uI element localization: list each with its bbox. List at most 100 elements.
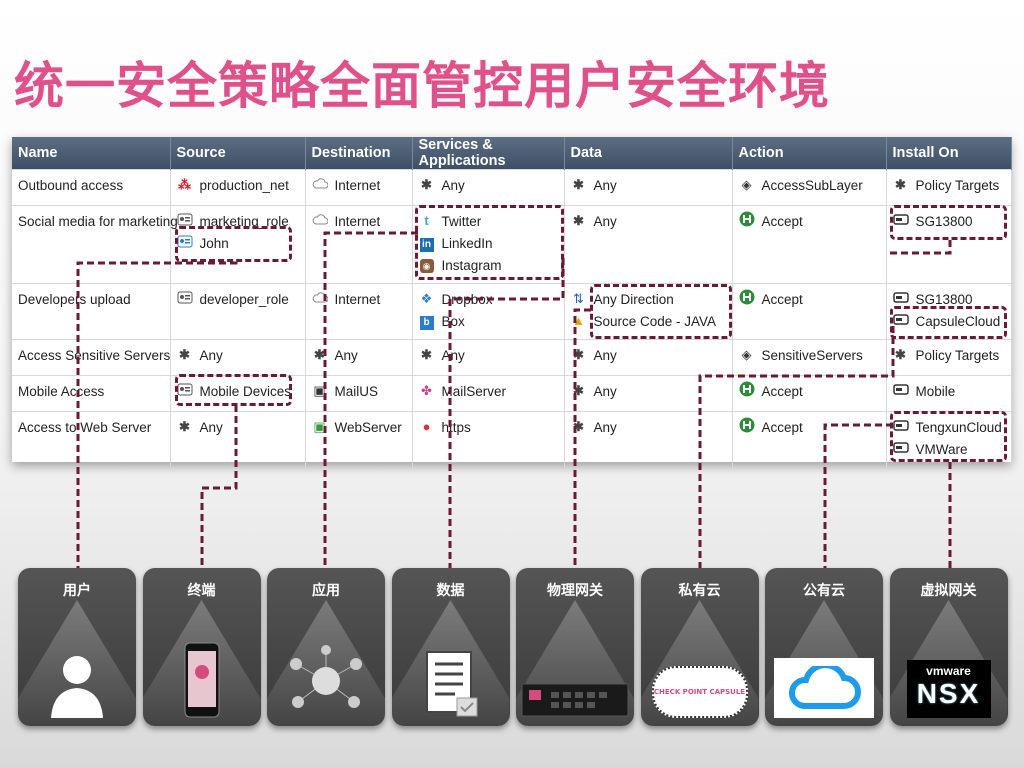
cell-object[interactable]: ✱Any bbox=[177, 416, 299, 438]
cell-object[interactable]: Internet bbox=[312, 210, 406, 232]
cell-data[interactable]: ✱Any bbox=[564, 205, 733, 284]
cell-source[interactable]: ⁂production_net bbox=[170, 169, 306, 206]
rule-name[interactable]: Social media for marketing bbox=[12, 205, 178, 284]
column-header[interactable]: Data bbox=[564, 137, 733, 170]
cell-destination[interactable]: ✱Any bbox=[305, 339, 413, 376]
column-header[interactable]: Install On bbox=[886, 137, 1012, 170]
cell-object[interactable]: Internet bbox=[312, 174, 406, 196]
rule-name[interactable]: Mobile Access bbox=[12, 375, 171, 412]
cell-object[interactable]: marketing_role bbox=[177, 210, 299, 232]
rule-row[interactable]: Developers upload developer_role Internet❖… bbox=[12, 283, 1012, 340]
rule-row[interactable]: Mobile Access Mobile Devices ▣MailUS ✤MailS… bbox=[12, 375, 1012, 412]
cell-object[interactable]: ▣MailUS bbox=[312, 380, 406, 402]
rule-row[interactable]: Outbound access ⁂production_net Internet ✱A… bbox=[12, 169, 1012, 206]
cell-object[interactable]: VMWare bbox=[892, 438, 1005, 460]
rule-name[interactable]: Access Sensitive Servers bbox=[12, 339, 171, 376]
cell-object[interactable]: ✱Any bbox=[571, 210, 726, 232]
rule-name[interactable]: Outbound access bbox=[12, 169, 171, 206]
cell-object[interactable]: John bbox=[177, 232, 299, 254]
rule-name-text: Developers upload bbox=[18, 291, 131, 307]
rule-name[interactable]: Developers upload bbox=[12, 283, 171, 340]
cell-action[interactable]: Accept bbox=[732, 411, 887, 468]
cell-object[interactable]: ✱Any bbox=[571, 344, 726, 366]
cell-object[interactable]: Accept bbox=[739, 416, 880, 438]
cell-object[interactable]: ◈AccessSubLayer bbox=[739, 174, 880, 196]
cell-object[interactable]: ✱Policy Targets bbox=[893, 174, 1005, 196]
card-label: 用户 bbox=[63, 583, 91, 599]
rule-name[interactable]: Access to Web Server bbox=[12, 411, 171, 468]
cell-install[interactable]: ✱Policy Targets bbox=[886, 169, 1012, 206]
cell-object[interactable]: ✱Any bbox=[419, 344, 558, 366]
object-label: Any bbox=[593, 213, 617, 229]
cell-action[interactable]: ◈AccessSubLayer bbox=[732, 169, 887, 206]
cell-object[interactable]: Mobile bbox=[892, 380, 1005, 402]
cell-object[interactable]: CapsuleCloud bbox=[892, 310, 1005, 332]
cell-install[interactable]: Mobile bbox=[886, 375, 1012, 412]
cell-object[interactable]: ▣WebServer bbox=[312, 416, 406, 438]
cell-object[interactable]: ✱Any bbox=[419, 174, 558, 196]
cell-object[interactable]: ◉Instagram bbox=[419, 254, 558, 276]
cell-destination[interactable]: ▣MailUS bbox=[305, 375, 413, 412]
cell-object[interactable]: developer_role bbox=[177, 288, 299, 310]
cell-services[interactable]: ●https bbox=[412, 411, 565, 468]
cell-object[interactable]: Accept bbox=[739, 380, 880, 402]
object-label: Source Code - JAVA bbox=[593, 313, 717, 329]
cell-object[interactable]: ✤MailServer bbox=[419, 380, 558, 402]
cell-source[interactable]: Mobile Devices bbox=[170, 375, 306, 412]
cell-source[interactable]: developer_role bbox=[170, 283, 306, 340]
rule-row[interactable]: Access to Web Server ✱Any ▣WebServer ●https… bbox=[12, 411, 1012, 468]
cell-data[interactable]: ✱Any bbox=[564, 375, 733, 412]
cell-object[interactable]: ✱Any bbox=[177, 344, 299, 366]
cell-action[interactable]: Accept bbox=[732, 283, 887, 340]
cell-object[interactable]: SG13800 bbox=[892, 288, 1005, 310]
cell-install[interactable]: ✱Policy Targets bbox=[886, 339, 1012, 376]
cell-object[interactable]: ✱Any bbox=[312, 344, 406, 366]
cell-object[interactable]: ✱Any bbox=[571, 416, 726, 438]
cell-object[interactable]: Mobile Devices bbox=[177, 380, 299, 402]
cell-data[interactable]: ✱Any bbox=[564, 339, 733, 376]
cell-object[interactable]: SG13800 bbox=[892, 210, 1005, 232]
cell-object[interactable]: ✱Any bbox=[571, 380, 726, 402]
cell-data[interactable]: ✱Any bbox=[564, 411, 733, 468]
cell-action[interactable]: Accept bbox=[732, 375, 887, 412]
object-label: SG13800 bbox=[915, 213, 973, 229]
column-header[interactable]: Name bbox=[12, 137, 171, 170]
cell-object[interactable]: ◈SensitiveServers bbox=[739, 344, 880, 366]
cell-action[interactable]: Accept bbox=[732, 205, 887, 284]
cell-object[interactable]: Accept bbox=[739, 210, 880, 232]
column-header[interactable]: Services & Applications bbox=[412, 137, 565, 170]
object-label: Accept bbox=[761, 213, 803, 229]
cell-object[interactable]: ⇅Any Direction bbox=[571, 288, 726, 310]
cell-services[interactable]: ✤MailServer bbox=[412, 375, 565, 412]
cell-services[interactable]: ✱Any bbox=[412, 169, 565, 206]
cell-object[interactable]: ⁂production_net bbox=[177, 174, 299, 196]
rule-name-text: Access to Web Server bbox=[18, 419, 152, 435]
direction-icon: ⇅ bbox=[573, 291, 584, 306]
cell-source[interactable]: ✱Any bbox=[170, 339, 306, 376]
cell-destination[interactable]: Internet bbox=[305, 169, 413, 206]
column-header[interactable]: Destination bbox=[305, 137, 413, 170]
cell-destination[interactable]: ▣WebServer bbox=[305, 411, 413, 468]
column-header[interactable]: Action bbox=[732, 137, 887, 170]
cell-services[interactable]: ✱Any bbox=[412, 339, 565, 376]
cell-object[interactable]: ✱Policy Targets bbox=[893, 344, 1005, 366]
cell-object[interactable]: TengxunCloud bbox=[892, 416, 1005, 438]
cell-destination[interactable]: Internet bbox=[305, 283, 413, 340]
cell-action[interactable]: ◈SensitiveServers bbox=[732, 339, 887, 376]
gateway-icon bbox=[892, 419, 909, 435]
cell-object[interactable]: ✱Any bbox=[571, 174, 726, 196]
cell-data[interactable]: ✱Any bbox=[564, 169, 733, 206]
rule-row[interactable]: Access Sensitive Servers ✱Any ✱Any ✱Any ✱Any… bbox=[12, 339, 1012, 376]
column-header[interactable]: Source bbox=[170, 137, 306, 170]
cell-object[interactable]: Accept bbox=[739, 288, 880, 310]
cell-destination[interactable]: Internet bbox=[305, 205, 413, 284]
asterisk-icon: ✱ bbox=[421, 177, 432, 192]
